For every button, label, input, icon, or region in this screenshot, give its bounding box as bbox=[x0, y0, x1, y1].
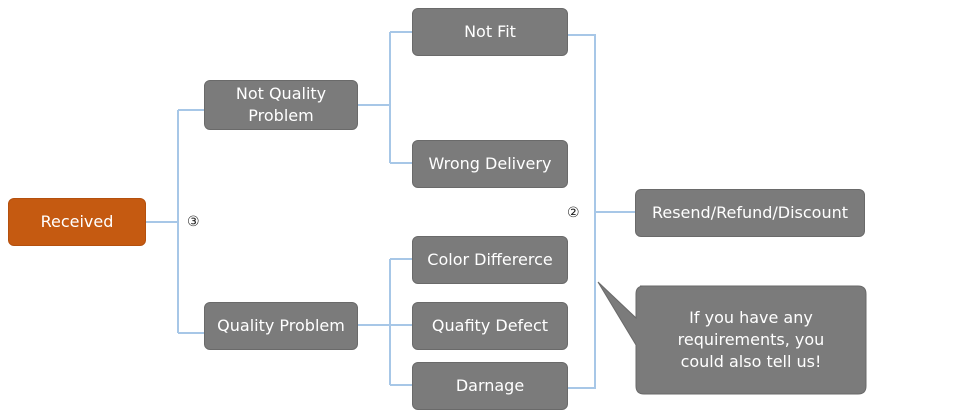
wrong-delivery-label: Wrong Delivery bbox=[428, 154, 552, 173]
connector-quality-to-types bbox=[358, 258, 412, 386]
step-3-marker: ③ bbox=[187, 214, 200, 230]
not-quality-problem-node: Not Quality Problem bbox=[204, 80, 358, 130]
damage-node: Darnage bbox=[412, 362, 568, 410]
received-label: Received bbox=[40, 212, 114, 231]
connector-types-to-resolution bbox=[568, 34, 635, 389]
connector-received-to-categories bbox=[146, 109, 204, 334]
resolution-label: Resend/Refund/Discount bbox=[651, 203, 849, 222]
not-fit-label: Not Fit bbox=[464, 22, 516, 41]
resolution-node: Resend/Refund/Discount bbox=[635, 189, 865, 237]
not-quality-problem-label: Not Quality Problem bbox=[235, 84, 327, 125]
quality-problem-node: Quality Problem bbox=[204, 302, 358, 350]
callout-label: If you have any requirements, you could … bbox=[677, 308, 825, 371]
quality-problem-label: Quality Problem bbox=[217, 316, 345, 335]
damage-label: Darnage bbox=[455, 376, 525, 395]
callout-text: If you have any requirements, you could … bbox=[636, 286, 866, 394]
step-2-marker: ② bbox=[567, 205, 580, 221]
color-difference-label: Color Differerce bbox=[427, 250, 553, 269]
color-difference-node: Color Differerce bbox=[412, 236, 568, 284]
connector-not-quality-to-types bbox=[358, 31, 412, 164]
callout-bubble bbox=[597, 281, 867, 395]
wrong-delivery-node: Wrong Delivery bbox=[412, 140, 568, 188]
not-fit-node: Not Fit bbox=[412, 8, 568, 56]
quality-defect-label: Quafity Defect bbox=[431, 316, 549, 335]
quality-defect-node: Quafity Defect bbox=[412, 302, 568, 350]
received-node: Received bbox=[8, 198, 146, 246]
